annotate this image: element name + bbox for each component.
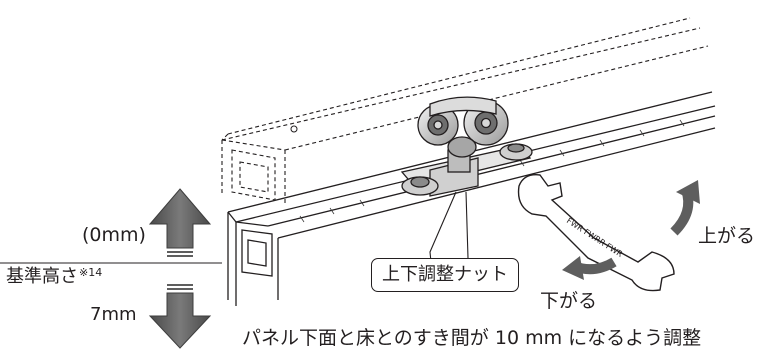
base-height-label: 基準高さ※14 [6,267,102,286]
roller-assembly [400,96,533,197]
rotate-down-arrow-icon [562,256,617,280]
seven-mm-label: 7mm [90,304,137,325]
down-arrow-icon [148,284,212,349]
zero-label: (0mm) [82,224,146,246]
rail-hatching [299,119,685,223]
base-height-note: ※14 [79,266,103,279]
adjust-nut-label: 上下調整ナット [371,258,519,292]
lower-label: 下がる [540,290,598,312]
ghost-screw-hole [290,125,298,133]
instruction-caption: パネル下面と床とのすき間が 10 mm になるよう調整 [242,327,702,349]
rotate-up-arrow-icon [670,180,700,236]
up-arrow-icon [148,188,212,257]
nut-leader [429,191,469,263]
base-height-text: 基準高さ [6,266,78,287]
raise-label: 上がる [698,225,756,247]
